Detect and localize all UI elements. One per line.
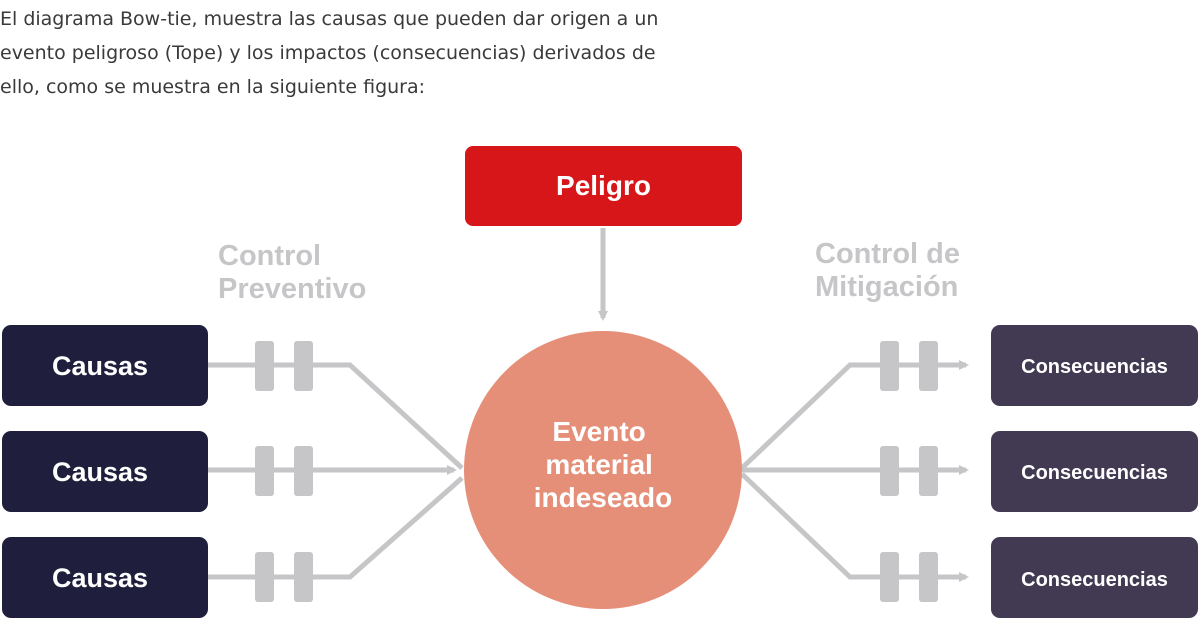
barrier-block [294,341,313,391]
cause-label: Causas [52,351,148,381]
consequence-node: Consecuencias [991,325,1198,406]
barrier-block [255,446,274,496]
intro-line-2: evento peligroso (Tope) y los impactos (… [0,42,656,64]
intro-line-3: ello, como se muestra en la siguiente fi… [0,76,426,98]
barrier-block [255,341,274,391]
cause-node: Causas [2,325,208,406]
cause-node: Causas [2,537,208,618]
intro-line-1: El diagrama Bow-tie, muestra las causas … [0,8,659,30]
hazard-node: Peligro [465,146,742,226]
top-event-label: Evento material indeseado [534,416,672,513]
consequence-label: Consecuencias [1021,569,1168,591]
barrier-block [880,552,899,602]
connector-cause-1 [208,362,464,470]
mitigation-barriers [880,341,938,602]
preventive-connectors [208,362,464,580]
consequence-node: Consecuencias [991,537,1198,618]
intro-paragraph: El diagrama Bow-tie, muestra las causas … [0,2,720,104]
barrier-block [919,446,938,496]
cause-label: Causas [52,563,148,593]
barrier-block [880,341,899,391]
preventive-barriers [255,341,313,602]
barrier-block [919,552,938,602]
connector-cause-3 [208,476,464,580]
mitigation-control-label: Control de Mitigación [815,238,968,303]
consequence-label: Consecuencias [1021,356,1168,378]
preventive-control-label: Control Preventivo [218,240,366,305]
cause-node: Causas [2,431,208,512]
barrier-block [294,552,313,602]
top-event-node: Evento material indeseado [464,331,742,609]
barrier-block [255,552,274,602]
barrier-block [294,446,313,496]
hazard-label: Peligro [556,170,651,201]
barrier-block [880,446,899,496]
consequence-node: Consecuencias [991,431,1198,512]
barrier-block [919,341,938,391]
consequence-label: Consecuencias [1021,462,1168,484]
cause-label: Causas [52,457,148,487]
